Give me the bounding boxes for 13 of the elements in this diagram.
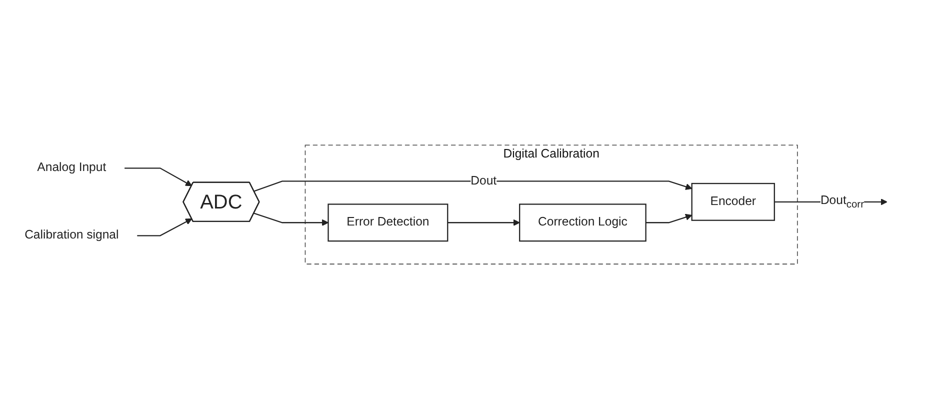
arrow <box>254 213 329 226</box>
arrow <box>137 218 192 237</box>
arrow <box>448 220 520 226</box>
node-box: Correction Logic <box>519 204 646 242</box>
edge-label: Dout <box>470 174 497 188</box>
node-box: Error Detection <box>328 204 448 242</box>
arrow <box>124 168 192 187</box>
node-box: Encoder <box>691 183 775 222</box>
arrow <box>646 214 692 224</box>
arrow <box>254 181 692 192</box>
node-text: Analog Input <box>37 162 106 175</box>
node-text: Calibration signal <box>24 229 119 242</box>
edge-label: Dout$_{corr}$ <box>820 194 864 210</box>
